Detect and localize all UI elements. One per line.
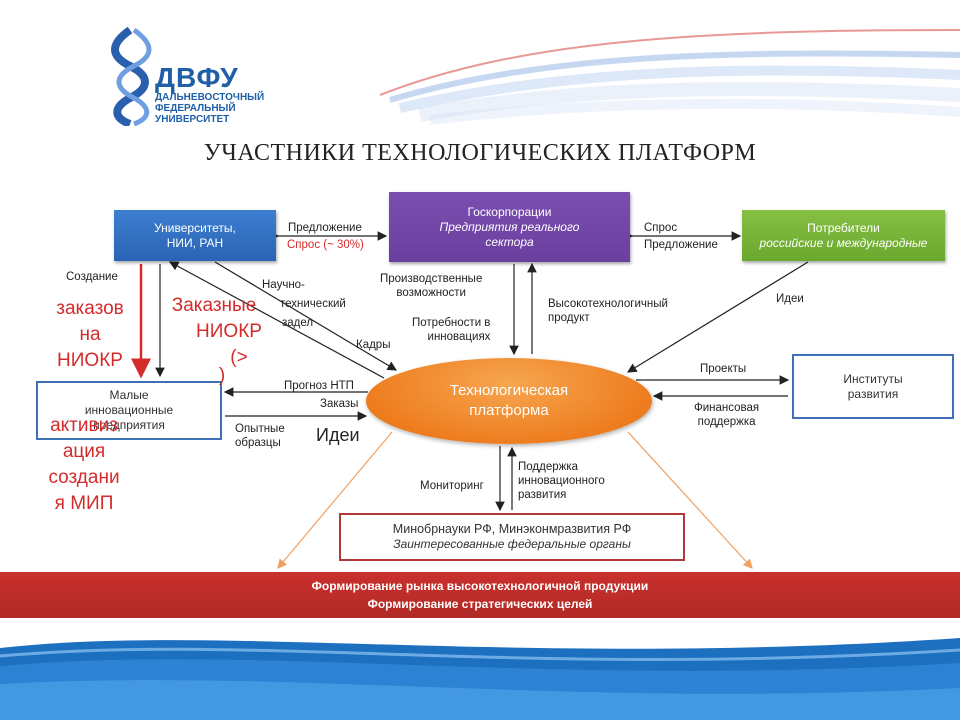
sci-tech-line3: задел [282, 317, 314, 329]
band-line1: Формирование рынка высокотехнологичной п… [311, 579, 649, 593]
label-innovation-support: Поддержка инновационного развития [518, 460, 605, 502]
label-forecast: Прогноз НТП [284, 380, 354, 392]
platform-line1: Технологическая [449, 382, 569, 399]
small-line2: инновационные [84, 403, 174, 417]
consumers-line1: Потребители [807, 220, 880, 235]
goscorp-line2: Предприятия реального [439, 219, 580, 234]
label-sci-tech: Научно- технический задел [262, 276, 346, 333]
label-ideas: Идеи [776, 293, 804, 305]
hightech-line1: Высокотехнологичный [548, 298, 668, 310]
note-activation-line4: я МИП [54, 493, 114, 514]
sci-tech-line2: технический [280, 298, 346, 310]
label-demand-30: Спрос (~ 30%) [287, 239, 364, 251]
needs-line1: Потребности в [412, 317, 491, 329]
label-orders: Заказы [320, 398, 359, 410]
note-orders-line2: на [79, 324, 101, 345]
institutes-line1: Институты [843, 371, 903, 386]
note-activation-line3: создани [48, 467, 120, 488]
top-wave-decoration [379, 29, 960, 125]
goscorp-line3: сектора [485, 234, 534, 249]
prototypes-line1: Опытные [235, 423, 285, 435]
label-production: Производственные возможности [380, 272, 482, 300]
small-line3: предприятия [93, 418, 165, 432]
arrow-platform-band-left [277, 431, 393, 569]
support-line3: развития [518, 489, 567, 501]
label-demand: Спрос [644, 222, 678, 234]
minobr-line2: Заинтересованные федеральные органы [393, 537, 631, 551]
sci-tech-line1: Научно- [262, 279, 305, 291]
label-innovation-needs: Потребности в инновациях [412, 316, 490, 344]
label-ideas-big: Идеи [316, 425, 360, 445]
label-prototypes: Опытные образцы [235, 422, 285, 450]
needs-line2: инновациях [427, 331, 491, 343]
logo-fullname: ДАЛЬНЕВОСТОЧНЫЙ ФЕДЕРАЛЬНЫЙ УНИВЕРСИТЕТ [155, 92, 275, 125]
note-custom-line3: (> [230, 347, 248, 368]
hightech-line2: продукт [548, 312, 590, 324]
label-proposal-2: Предложение [644, 239, 718, 251]
note-custom-line4: ) [218, 365, 226, 386]
arrow-platform-band-right [627, 431, 753, 569]
box-minobr: Минобрнауки РФ, Минэконмразвития РФ Заин… [339, 513, 685, 561]
logo-line2: ФЕДЕРАЛЬНЫЙ [155, 103, 236, 114]
note-activation: активиз ация создани я МИП [28, 413, 140, 517]
platform-line2: платформа [469, 402, 549, 419]
label-creation: Создание [66, 271, 118, 283]
page-title: УЧАСТНИКИ ТЕХНОЛОГИЧЕСКИХ ПЛАТФОРМ [203, 140, 757, 166]
label-financial-support: Финансовая поддержка [694, 401, 759, 429]
label-projects: Проекты [700, 363, 747, 375]
note-orders-niokr: заказов на НИОКР [40, 296, 140, 374]
support-line1: Поддержка [518, 461, 578, 473]
note-orders-line1: заказов [56, 298, 124, 319]
note-activation-line2: ация [62, 441, 106, 462]
logo-line3: УНИВЕРСИТЕТ [155, 114, 230, 125]
arrow-platform-uni-1 [168, 261, 385, 379]
prototypes-line2: образцы [235, 437, 281, 449]
production-line1: Производственные [380, 273, 483, 285]
label-monitoring: Мониторинг [420, 480, 484, 492]
logo-abbr: ДВФУ [155, 62, 239, 93]
arrow-uni-platform [214, 261, 398, 371]
financial-line1: Финансовая [694, 402, 760, 414]
note-custom-line1: Заказные [171, 295, 257, 316]
box-institutes: Институты развития [792, 354, 954, 419]
goals-band: Формирование рынка высокотехнологичной п… [0, 572, 960, 618]
note-custom-line2: НИОКР [196, 321, 262, 342]
universities-line2: НИИ, РАН [166, 235, 224, 250]
universities-line1: Университеты, [154, 220, 236, 235]
box-platform: Технологическая платформа [366, 358, 652, 444]
note-custom-niokr: Заказные НИОКР (> ) [158, 293, 270, 389]
box-small-enterprises: Малые инновационные предприятия [36, 381, 222, 440]
support-line2: инновационного [518, 475, 605, 487]
institutes-line2: развития [847, 386, 899, 401]
small-line1: Малые [109, 388, 149, 402]
logo-line1: ДАЛЬНЕВОСТОЧНЫЙ [155, 92, 265, 103]
box-consumers: Потребители российские и международные [742, 210, 945, 261]
goscorp-line1: Госкорпорации [467, 204, 552, 219]
minobr-line1: Минобрнауки РФ, Минэконмразвития РФ [392, 522, 632, 536]
box-goscorp: Госкорпорации Предприятия реального сект… [389, 192, 630, 262]
production-line2: возможности [396, 287, 466, 299]
arrow-consumers-platform [626, 261, 809, 373]
label-hightech-product: Высокотехнологичный продукт [548, 297, 668, 325]
consumers-line2: российские и международные [759, 235, 928, 250]
label-proposal: Предложение [288, 222, 362, 234]
box-universities: Университеты, НИИ, РАН [114, 210, 276, 261]
note-activation-line1: активиз [50, 415, 118, 436]
financial-line2: поддержка [697, 416, 756, 428]
label-cadres: Кадры [356, 339, 391, 351]
band-line2: Формирование стратегических целей [367, 597, 593, 611]
note-orders-line3: НИОКР [57, 350, 123, 371]
bottom-wave-decoration [0, 618, 960, 720]
dvfu-logo-icon [111, 26, 152, 126]
